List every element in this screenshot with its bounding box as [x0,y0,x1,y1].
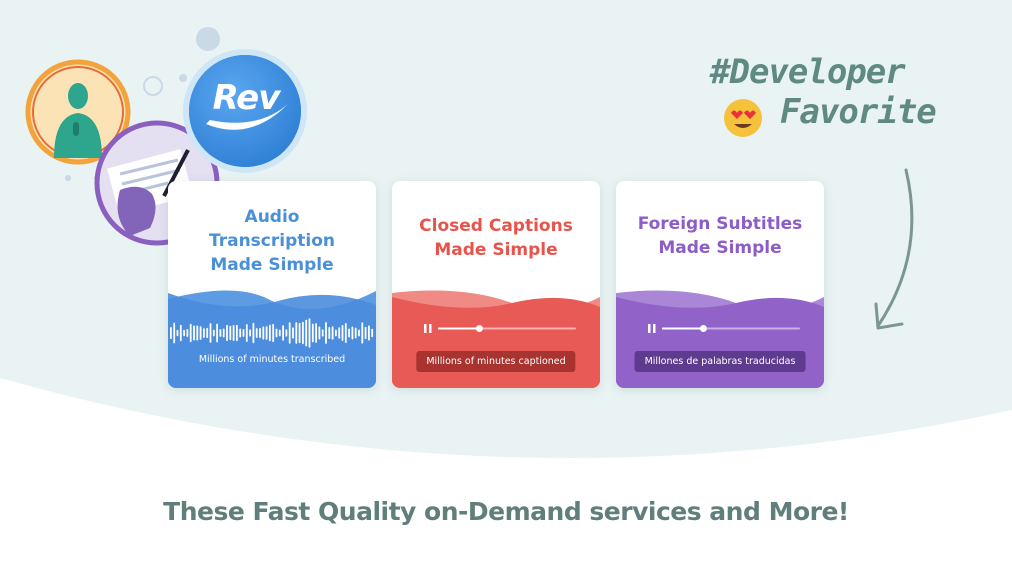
waveform-bar [259,327,261,339]
speaker-avatar-icon [25,59,131,165]
waveform-bar [288,322,291,344]
pause-icon-bar2 [429,324,432,333]
waveform-bar [216,323,218,343]
waveform-bar [262,326,265,340]
waveform-bar [209,323,212,343]
waveform-bar [232,324,235,342]
waveform-bar [298,322,301,344]
waveform-bar [325,322,327,344]
subtitles-progress-knob [699,325,707,332]
waveform-bar [321,329,324,337]
waveform-bar [354,327,357,339]
waveform-bar [371,328,374,338]
waveform-bar [170,327,172,339]
captions-card-title-line1: Closed Captions [419,216,573,236]
waveform-bar [282,325,284,341]
waveform-bar [302,321,304,345]
waveform-bar [179,324,182,342]
audio-card-title-line2: Transcription [209,231,335,251]
waveform-bar [292,327,294,339]
waveform-bar [245,324,248,342]
waveform-bar [361,322,364,344]
waveform-bar [311,323,314,343]
waveform-bar [199,326,202,340]
pause-icon-bar1 [424,324,427,333]
waveform-bar [344,322,347,344]
heart-eyes-emoji-icon [724,99,762,137]
waveform-bar [249,329,251,337]
waveform-bar [206,327,209,339]
waveform-bar [219,329,222,337]
foreign-subtitles-card[interactable]: Foreign Subtitles Made Simple Millones d… [616,181,824,388]
waveform-bar [236,324,238,342]
waveform-bar [308,318,311,348]
closed-captions-card[interactable]: Closed Captions Made Simple Millions of … [392,181,600,388]
waveform-bar [265,326,268,340]
waveform-bar [272,323,275,343]
waveform-bar [173,322,176,344]
waveform-bar [305,319,308,347]
audio-card-title: Audio Transcription Made Simple [178,205,366,277]
waveform-bar [364,326,367,340]
curved-arrow-icon [874,168,914,330]
waveform-bar [315,323,317,343]
waveform-bar [348,328,350,338]
waveform-bar [203,328,205,338]
captions-progress-fill [438,327,480,330]
waveform-bar [318,326,321,340]
waveform-bar [183,329,185,337]
captions-card-title: Closed Captions Made Simple [402,214,590,262]
audio-waveform-icon [170,318,374,348]
waveform-bar [341,324,344,342]
audio-card-title-line3: Made Simple [210,255,334,275]
waveform-bar [358,329,360,337]
rev-logo-text: Rev [212,78,281,118]
pause-icon-bar2 [653,324,656,333]
captions-card-caption: Millions of minutes captioned [416,351,576,372]
waveform-bar [252,322,255,344]
waveform-bar [338,327,341,339]
waveform-bar [222,328,225,338]
waveform-bar [278,329,281,337]
subtitles-progress-fill [662,327,704,330]
audio-card-wave [168,290,376,388]
captions-progress-knob [475,325,483,332]
pause-icon-bar1 [648,324,651,333]
waveform-bar [229,325,232,341]
subtitles-card-title-line2: Made Simple [658,238,782,258]
waveform-bar [255,328,258,338]
audio-card-title-line1: Audio [244,207,300,227]
subtitles-card-title: Foreign Subtitles Made Simple [626,212,814,260]
waveform-bar [275,328,278,338]
rev-logo-icon [183,49,307,173]
subtitles-card-title-line1: Foreign Subtitles [637,214,803,234]
waveform-bar [186,328,189,338]
waveform-bar [295,322,298,344]
captions-card-title-line2: Made Simple [434,240,558,260]
waveform-bar [331,326,334,340]
audio-card-caption: Millions of minutes transcribed [198,354,346,365]
waveform-bar [212,329,215,337]
favorite-text: Favorite [780,92,937,132]
waveform-bar [351,326,354,340]
waveform-bar [269,324,271,342]
waveform-bar [328,326,331,340]
subtitles-card-caption: Millones de palabras traducidas [634,351,806,372]
waveform-bar [335,329,337,337]
waveform-bar [242,329,245,337]
waveform-bar [226,324,228,342]
waveform-bar [196,325,199,341]
waveform-bar [239,328,242,338]
audio-transcription-card[interactable]: Audio Transcription Made Simple Millions… [168,181,376,388]
waveform-bar [176,329,179,337]
tagline: These Fast Quality on-Demand services an… [163,497,849,526]
waveform-bar [193,325,195,341]
developer-hashtag: #Developer [710,52,906,92]
waveform-bar [368,325,370,341]
waveform-bar [285,329,288,337]
waveform-bar [189,323,192,343]
